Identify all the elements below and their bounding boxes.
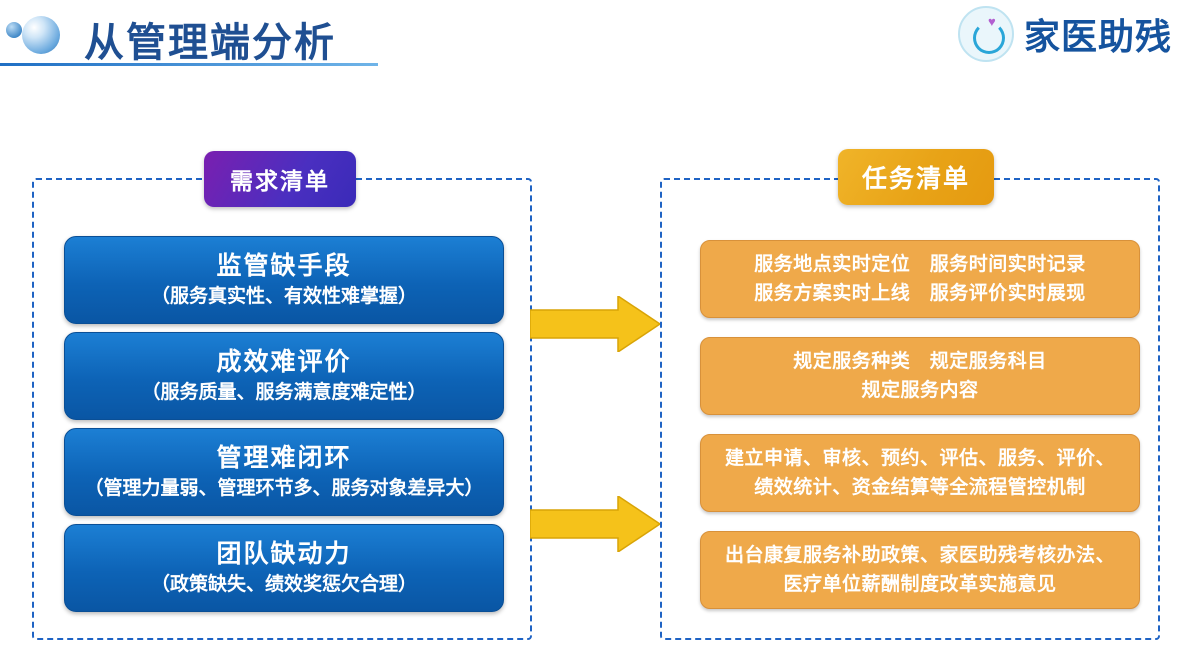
task-card-4-line-2: 医疗单位薪酬制度改革实施意见 bbox=[783, 574, 1057, 595]
task-card-2: 规定服务种类 规定服务科目 规定服务内容 bbox=[700, 337, 1140, 415]
task-card-3: 建立申请、审核、预约、评估、服务、评价、 绩效统计、资金结算等全流程管控机制 bbox=[700, 434, 1140, 512]
requirement-card-3: 管理难闭环 （管理力量弱、管理环节多、服务对象差异大） bbox=[64, 428, 504, 516]
task-card-3-line-1: 建立申请、审核、预约、评估、服务、评价、 bbox=[724, 448, 1115, 469]
heart-icon: ♥ bbox=[987, 14, 996, 29]
bubble-logo-icon bbox=[22, 16, 60, 54]
page-title: 从管理端分析 bbox=[84, 21, 336, 65]
requirement-card-2: 成效难评价 （服务质量、服务满意度难定性） bbox=[64, 332, 504, 420]
task-card-4-line-1: 出台康复服务补助政策、家医助残考核办法、 bbox=[724, 545, 1115, 566]
requirement-card-1: 监管缺手段 （服务真实性、有效性难掌握） bbox=[64, 236, 504, 324]
wheelchair-heart-icon: ♥ bbox=[957, 6, 1014, 62]
requirement-card-4-heading: 团队缺动力 bbox=[216, 539, 352, 568]
wheel-shape-icon bbox=[972, 22, 1005, 54]
task-card-4: 出台康复服务补助政策、家医助残考核办法、 医疗单位薪酬制度改革实施意见 bbox=[700, 531, 1140, 609]
requirement-card-1-subtitle: （服务真实性、有效性难掌握） bbox=[150, 285, 417, 307]
requirement-card-3-heading: 管理难闭环 bbox=[216, 443, 352, 472]
right-arrow-icon-1 bbox=[530, 296, 660, 352]
title-underline bbox=[0, 63, 378, 66]
right-arrow-icon-2 bbox=[530, 496, 660, 552]
task-card-1: 服务地点实时定位 服务时间实时记录 服务方案实时上线 服务评价实时展现 bbox=[700, 240, 1140, 318]
page-header: 从管理端分析 ♥ 家医助残 bbox=[0, 0, 1182, 66]
brand-name: 家医助残 bbox=[1023, 16, 1172, 57]
brand: ♥ 家医助残 bbox=[957, 6, 1172, 62]
requirement-card-2-subtitle: （服务质量、服务满意度难定性） bbox=[141, 381, 427, 403]
task-card-2-line-2: 规定服务内容 bbox=[861, 380, 979, 401]
requirement-card-4-subtitle: （政策缺失、绩效奖惩欠合理） bbox=[150, 573, 417, 595]
requirement-card-4: 团队缺动力 （政策缺失、绩效奖惩欠合理） bbox=[64, 524, 504, 612]
task-card-3-line-2: 绩效统计、资金结算等全流程管控机制 bbox=[754, 477, 1086, 498]
requirement-card-1-heading: 监管缺手段 bbox=[216, 251, 352, 280]
requirement-card-3-subtitle: （管理力量弱、管理环节多、服务对象差异大） bbox=[84, 477, 484, 499]
bubble-logo-small-icon bbox=[6, 22, 22, 38]
requirement-card-2-heading: 成效难评价 bbox=[216, 347, 352, 376]
task-card-1-line-2: 服务方案实时上线 服务评价实时展现 bbox=[754, 283, 1086, 304]
requirements-panel-title: 需求清单 bbox=[204, 151, 356, 207]
task-card-2-line-1: 规定服务种类 规定服务科目 bbox=[793, 351, 1047, 372]
task-card-1-line-1: 服务地点实时定位 服务时间实时记录 bbox=[754, 254, 1086, 275]
tasks-panel-title: 任务清单 bbox=[838, 149, 994, 205]
